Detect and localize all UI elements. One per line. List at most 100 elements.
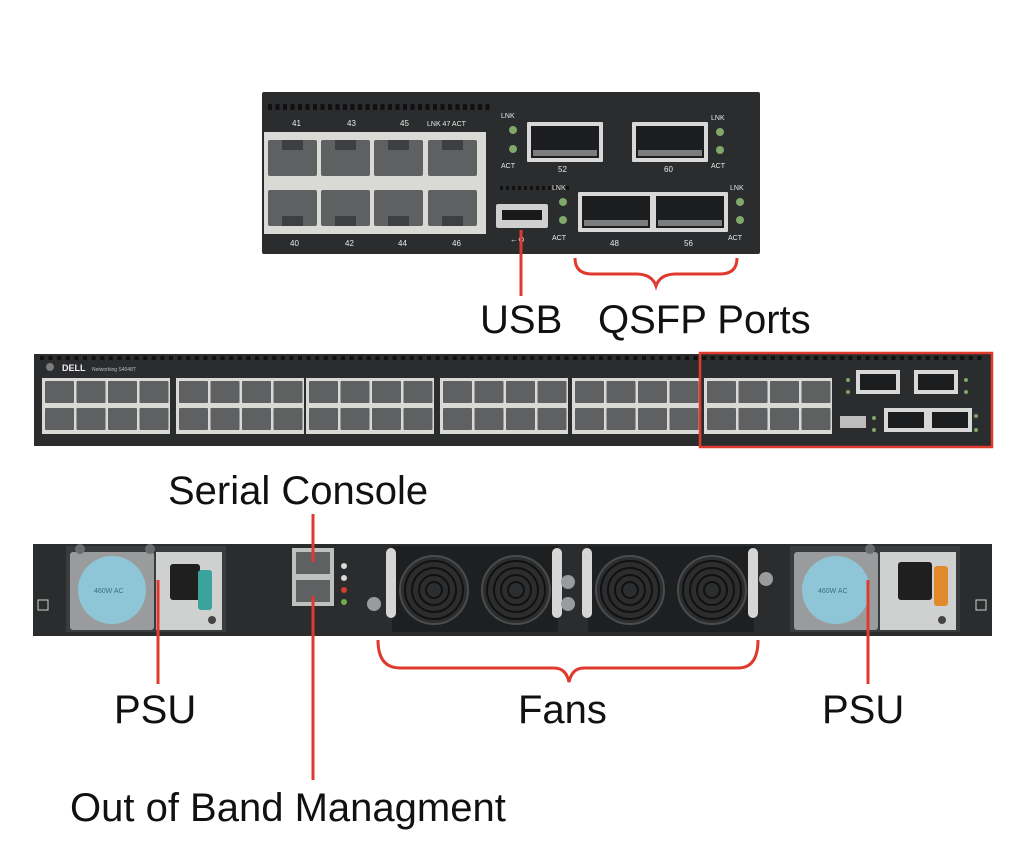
vent-slot: [470, 104, 475, 110]
vent-slot: [380, 104, 385, 110]
vent-slot: [272, 356, 277, 360]
rj45-port: [374, 190, 423, 226]
vent-slot: [607, 356, 612, 360]
port-number-label: 45: [400, 119, 409, 128]
vent-slot: [590, 356, 595, 360]
vent-slot: [65, 356, 70, 360]
vent-slot: [581, 356, 586, 360]
vent-slot: [485, 104, 490, 110]
vent-slot: [427, 356, 431, 360]
rj45-latch-notch: [442, 216, 463, 226]
vent-slot: [702, 356, 707, 360]
usb-port: [840, 416, 866, 428]
vent-slot: [203, 356, 208, 360]
vent-slot: [349, 356, 354, 360]
rj45-port: [372, 381, 401, 403]
rj45-latch-notch: [282, 140, 303, 150]
usb-icon-label: ←⊗: [510, 235, 525, 244]
status-led: [559, 216, 567, 224]
rj45-port: [321, 190, 370, 226]
rj45-latch-notch: [282, 216, 303, 226]
status-led: [872, 416, 876, 420]
fan-guard-ring: [493, 567, 539, 613]
vent-slot: [410, 104, 415, 110]
serial-console-port: [296, 552, 330, 574]
rj45-port: [669, 408, 699, 430]
vent-slot: [788, 356, 793, 360]
screw-icon: [75, 544, 85, 554]
rj45-port: [474, 381, 504, 403]
vent-slot: [384, 356, 388, 360]
out-of-band-management-label: Out of Band Managment: [70, 786, 506, 830]
vent-slot: [960, 356, 965, 360]
status-led: [341, 575, 347, 581]
rj45-port: [45, 408, 74, 430]
oob-management-port: [296, 580, 330, 602]
vent-slot: [332, 356, 337, 360]
zoom-highlight-box: [698, 351, 994, 449]
vent-slot: [358, 104, 362, 110]
vent-slot: [796, 356, 801, 360]
vent-slot: [365, 104, 370, 110]
act-label: ACT: [501, 163, 516, 170]
rj45-latch-notch: [388, 216, 409, 226]
vent-slot: [323, 356, 328, 360]
vent-slot: [865, 356, 870, 360]
vent-slot: [320, 104, 325, 110]
lnk-act-label: LNK 47 ACT: [427, 121, 467, 128]
lnk-label: LNK: [730, 185, 744, 192]
vent-slot: [753, 356, 758, 360]
vent-slot: [548, 186, 551, 190]
rj45-port: [268, 140, 317, 176]
vent-slot: [685, 356, 689, 360]
vent-slot: [350, 104, 355, 110]
vent-slot: [448, 104, 452, 110]
vent-slot: [530, 356, 535, 360]
vent-slot: [418, 104, 422, 110]
psu-left-power-inlet: [170, 564, 200, 600]
vent-slot: [335, 104, 340, 110]
vent-slot: [452, 356, 457, 360]
vent-slot: [117, 356, 122, 360]
qsfp-bracket: [573, 257, 739, 291]
vent-slot: [530, 186, 533, 190]
vent-slot: [573, 356, 578, 360]
vent-slot: [882, 356, 887, 360]
vent-slot: [521, 356, 526, 360]
vent-slot: [917, 356, 922, 360]
fan-guard-ring: [600, 560, 660, 620]
vent-slot: [194, 356, 199, 360]
rj45-port: [443, 381, 472, 403]
vent-slot: [313, 104, 317, 110]
vent-slot: [710, 356, 715, 360]
qsfp-port-edge: [533, 150, 597, 156]
rj45-port: [139, 408, 169, 430]
vent-slot: [977, 356, 982, 360]
vent-slot: [771, 356, 775, 360]
fan-handle: [386, 548, 396, 618]
vent-slot: [341, 356, 345, 360]
usb-label: USB: [480, 298, 563, 342]
vent-slot: [40, 356, 44, 360]
rj45-port: [45, 381, 74, 403]
vent-slot: [328, 104, 332, 110]
rj45-port: [210, 408, 240, 430]
vent-slot: [126, 356, 130, 360]
vent-slot: [237, 356, 242, 360]
qsfp-number: 56: [684, 239, 693, 248]
vent-slot: [814, 356, 818, 360]
status-led: [964, 378, 968, 382]
screw-icon: [759, 572, 773, 586]
vent-slot: [566, 186, 569, 190]
vent-slot: [83, 356, 87, 360]
rj45-port: [210, 381, 240, 403]
vent-slot: [463, 104, 467, 110]
rj45-port: [268, 190, 317, 226]
rj45-port: [340, 381, 370, 403]
vent-slot: [433, 104, 437, 110]
lnk-label: LNK: [711, 115, 725, 122]
status-led: [716, 146, 724, 154]
rj45-port: [537, 408, 567, 430]
rj45-port: [139, 381, 169, 403]
